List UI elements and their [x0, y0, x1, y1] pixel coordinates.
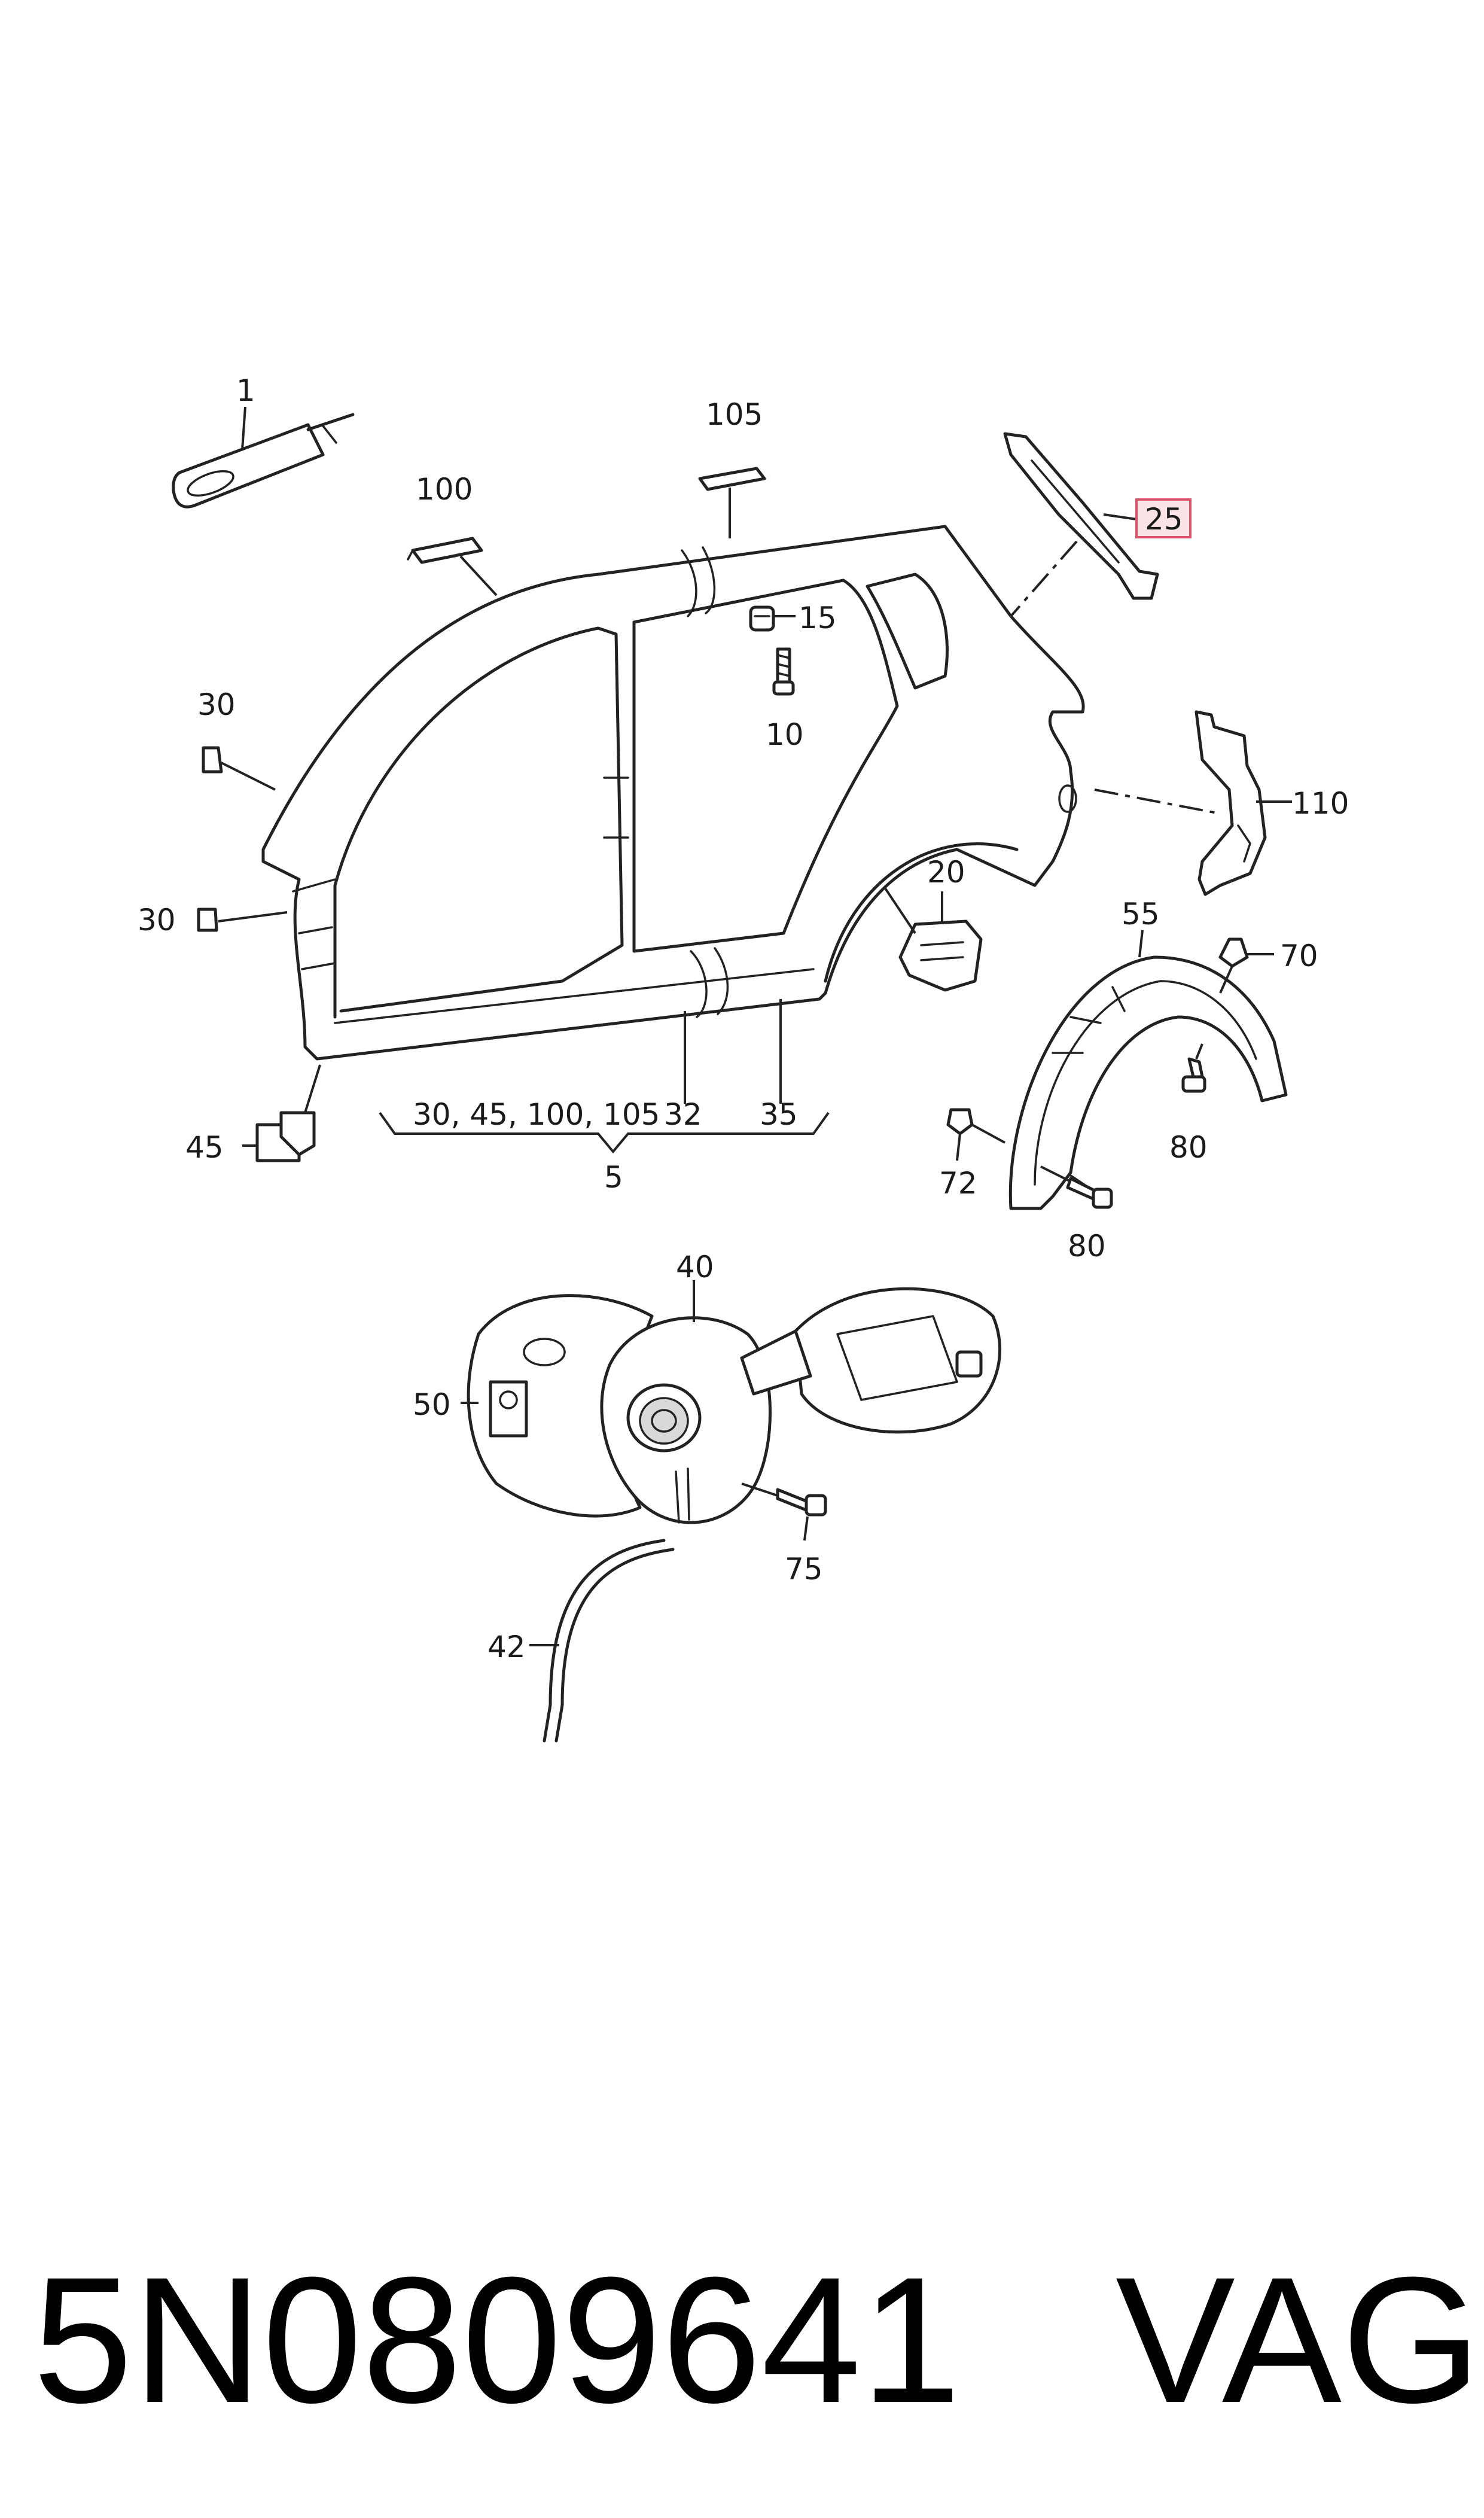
fuel-housing-40-icon — [600, 1316, 772, 1524]
callout-70: 70 — [1280, 939, 1318, 973]
callout-80-upper: 80 — [1169, 1130, 1208, 1165]
callout-15: 15 — [799, 601, 837, 635]
callout-110: 110 — [1292, 786, 1349, 821]
brand-label: VAG — [1116, 2239, 1481, 2440]
bracket-20-icon — [898, 919, 983, 992]
callout-100: 100 — [416, 472, 473, 507]
side-panel-icon — [261, 525, 1085, 1061]
clip-15-icon — [749, 605, 775, 632]
screw-80-lower-icon — [1066, 1174, 1113, 1209]
callout-80-lower: 80 — [1068, 1229, 1106, 1263]
clip-72-icon — [946, 1108, 974, 1135]
clip-105-icon — [698, 467, 766, 491]
callout-35: 35 — [760, 1097, 798, 1132]
wheelhouse-liner-55-icon — [1008, 955, 1288, 1210]
callout-25: 25 — [1145, 502, 1183, 537]
callout-25-box — [1135, 498, 1192, 538]
callout-50: 50 — [413, 1387, 451, 1422]
callout-40: 40 — [676, 1250, 714, 1284]
clip-70-icon — [1218, 937, 1249, 968]
callout-72: 72 — [939, 1166, 977, 1201]
callout-30-lower: 30 — [138, 903, 176, 937]
callout-30-upper: 30 — [197, 687, 236, 722]
release-cable-42-icon — [543, 1539, 675, 1743]
clip-30-upper-icon — [202, 746, 223, 774]
bracket-110-icon — [1194, 710, 1267, 896]
callout-75: 75 — [785, 1552, 823, 1587]
reinforcement-25-icon — [1003, 432, 1159, 600]
callout-1: 1 — [236, 373, 255, 408]
callout-10: 10 — [766, 717, 804, 752]
part-number-label: 5N0809641 — [33, 2239, 961, 2440]
clip-100-icon — [407, 537, 483, 564]
callout-group-list: 30, 45, 100, 105 — [413, 1097, 660, 1132]
callout-5: 5 — [604, 1160, 623, 1195]
bolt-10-icon — [772, 647, 795, 696]
fuel-door-50-icon — [467, 1294, 654, 1518]
screw-80-upper-icon — [1181, 1057, 1206, 1093]
screw-75-icon — [776, 1488, 827, 1517]
bracket-45-icon — [255, 1111, 316, 1162]
clip-30-lower-icon — [197, 908, 218, 932]
fuel-flap-icon — [740, 1287, 1002, 1434]
callout-105: 105 — [706, 397, 763, 432]
touch-up-pen-icon — [172, 413, 355, 509]
callout-32: 32 — [664, 1097, 702, 1132]
callout-45: 45 — [185, 1130, 224, 1165]
callout-55: 55 — [1122, 897, 1160, 931]
callout-20: 20 — [927, 855, 965, 890]
callout-42: 42 — [487, 1630, 526, 1664]
